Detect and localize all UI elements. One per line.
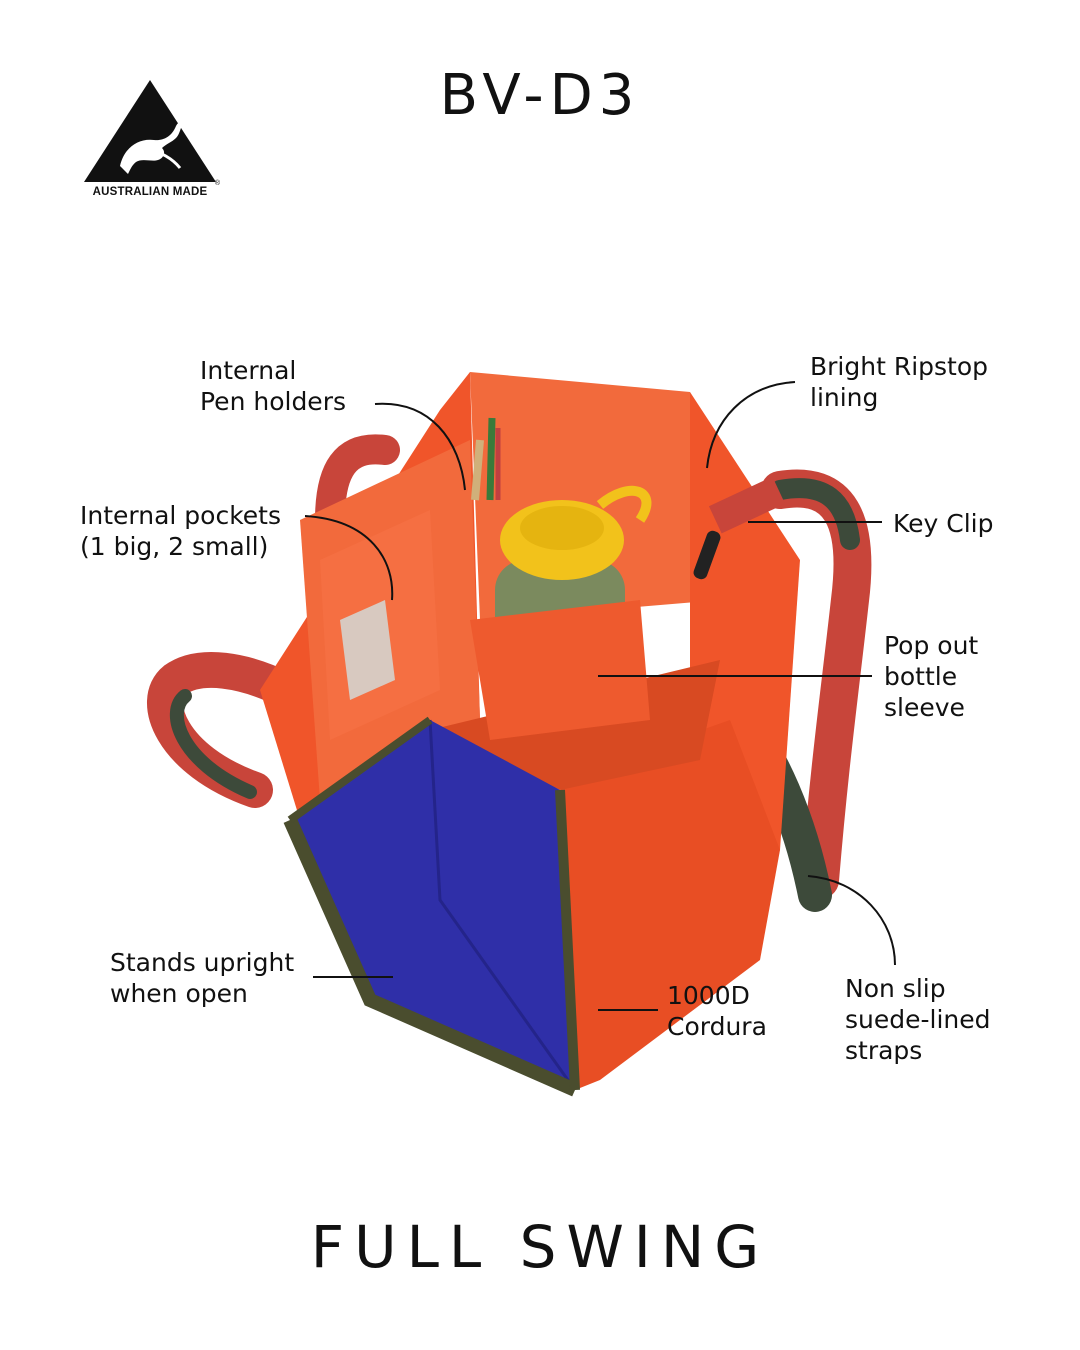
callout-key-clip-line1: Key Clip	[893, 509, 994, 538]
leader-straps	[807, 875, 896, 966]
olive-trim-left	[283, 817, 578, 1097]
callout-upright-line2: when open	[110, 979, 248, 1008]
callout-cordura: 1000D Cordura	[667, 980, 767, 1042]
pen-2	[486, 417, 496, 501]
registered-mark: ®	[214, 180, 220, 187]
bag-front-right	[560, 720, 780, 1090]
callout-straps-line1: Non slip	[845, 974, 946, 1003]
callout-straps-line3: straps	[845, 1036, 923, 1065]
callout-ripstop-line1: Bright Ripstop	[810, 352, 989, 381]
callout-key-clip: Key Clip	[893, 508, 994, 539]
brand-name: FULL SWING	[310, 1213, 770, 1281]
logo-text: AUSTRALIAN MADE	[92, 186, 208, 198]
callout-pen-holders-line2: Pen holders	[200, 387, 346, 416]
right-strap-suede	[770, 478, 860, 550]
label-patch	[340, 600, 395, 700]
callout-pen-holders: Internal Pen holders	[200, 355, 346, 417]
callout-ripstop: Bright Ripstop lining	[810, 351, 988, 413]
olive-trim-right	[555, 789, 580, 1091]
callout-straps: Non slip suede-lined straps	[845, 973, 991, 1066]
callout-pockets-line1: Internal pockets	[80, 501, 282, 530]
callout-upright-line1: Stands upright	[110, 948, 295, 977]
back-left-strap	[315, 434, 400, 535]
key-clip-tab	[708, 476, 786, 534]
callout-cordura-line2: Cordura	[667, 1012, 767, 1041]
leader-pen-holders	[374, 402, 466, 491]
bottle-sleeve	[470, 600, 650, 740]
olive-trim-top	[287, 716, 433, 824]
pen-1	[471, 439, 484, 501]
callout-cordura-line1: 1000D	[667, 981, 750, 1010]
callout-bottle-sleeve: Pop out bottle sleeve	[884, 630, 978, 723]
australian-made-logo: AUSTRALIAN MADE ®	[80, 78, 220, 204]
page-title: BV-D3	[439, 63, 641, 128]
callout-pockets-line2: (1 big, 2 small)	[80, 532, 269, 561]
kangaroo-triangle-icon	[84, 80, 216, 182]
callout-upright: Stands upright when open	[110, 947, 294, 1009]
bottle-loop	[596, 485, 652, 523]
leader-pockets	[304, 515, 394, 601]
callout-straps-line2: suede-lined	[845, 1005, 991, 1034]
blue-panel-fold	[428, 719, 577, 1091]
callout-pockets: Internal pockets (1 big, 2 small)	[80, 500, 281, 562]
callout-bottle-sleeve-line2: bottle	[884, 662, 958, 691]
callout-pen-holders-line1: Internal	[200, 356, 297, 385]
key-clip-hook	[693, 530, 721, 580]
leader-ripstop	[706, 381, 796, 469]
callout-bottle-sleeve-line1: Pop out	[884, 631, 979, 660]
callout-ripstop-line2: lining	[810, 383, 879, 412]
left-strap-suede	[169, 689, 257, 799]
callout-bottle-sleeve-line3: sleeve	[884, 693, 965, 722]
blue-front-panel	[290, 720, 575, 1090]
bottle-cap-top	[520, 506, 604, 550]
